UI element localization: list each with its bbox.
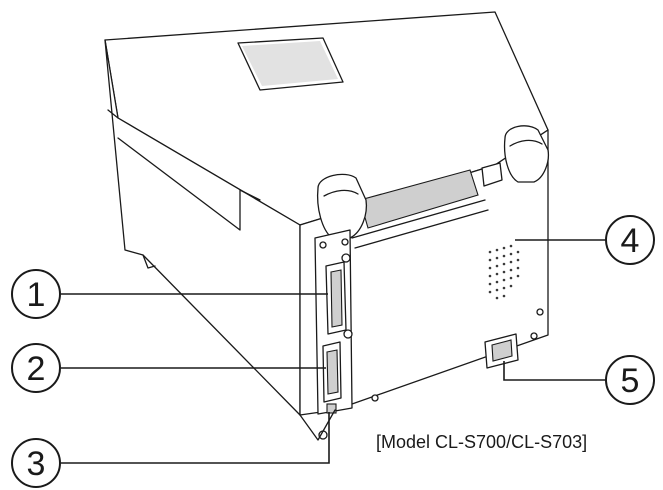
callout-1: 1	[11, 269, 61, 319]
svg-text:4: 4	[621, 222, 640, 260]
model-caption: [Model CL-S700/CL-S703]	[376, 432, 587, 452]
leader-lines	[61, 239, 606, 464]
leader-line-3	[61, 412, 330, 464]
vent-grille	[488, 244, 520, 300]
printer-illustration	[104, 11, 550, 441]
svg-text:1: 1	[27, 276, 46, 314]
leader-line-5	[503, 361, 606, 381]
svg-text:3: 3	[27, 445, 46, 483]
callout-2: 2	[11, 343, 61, 393]
svg-text:2: 2	[27, 350, 46, 388]
callout-4: 4	[605, 215, 655, 265]
callout-5: 5	[605, 355, 655, 405]
callout-3: 3	[11, 438, 61, 488]
svg-text:5: 5	[621, 362, 640, 400]
